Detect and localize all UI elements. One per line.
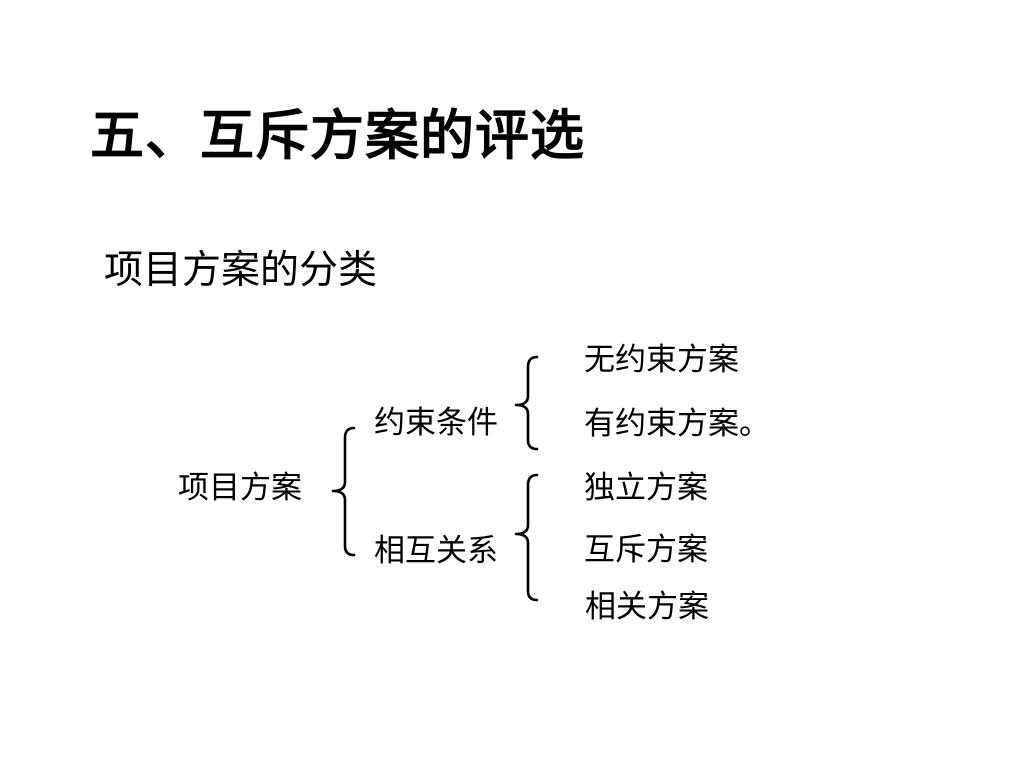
- node-mutually-exclusive-plan: 互斥方案: [584, 532, 708, 568]
- node-related-plan: 相关方案: [585, 589, 709, 625]
- relation-brace: [514, 473, 539, 602]
- node-mutual-relations: 相互关系: [374, 533, 498, 569]
- node-unconstrained-plan: 无约束方案: [584, 342, 739, 378]
- root-brace: [331, 426, 356, 557]
- node-constrained-plan: 有约束方案。: [584, 406, 770, 442]
- slide-subtitle: 项目方案的分类: [104, 248, 378, 293]
- node-independent-plan: 独立方案: [584, 470, 708, 506]
- slide-title: 五、互斥方案的评选: [90, 103, 585, 167]
- constraint-brace: [514, 355, 539, 451]
- node-project-plans: 项目方案: [178, 470, 302, 506]
- node-constraint-conditions: 约束条件: [374, 405, 498, 441]
